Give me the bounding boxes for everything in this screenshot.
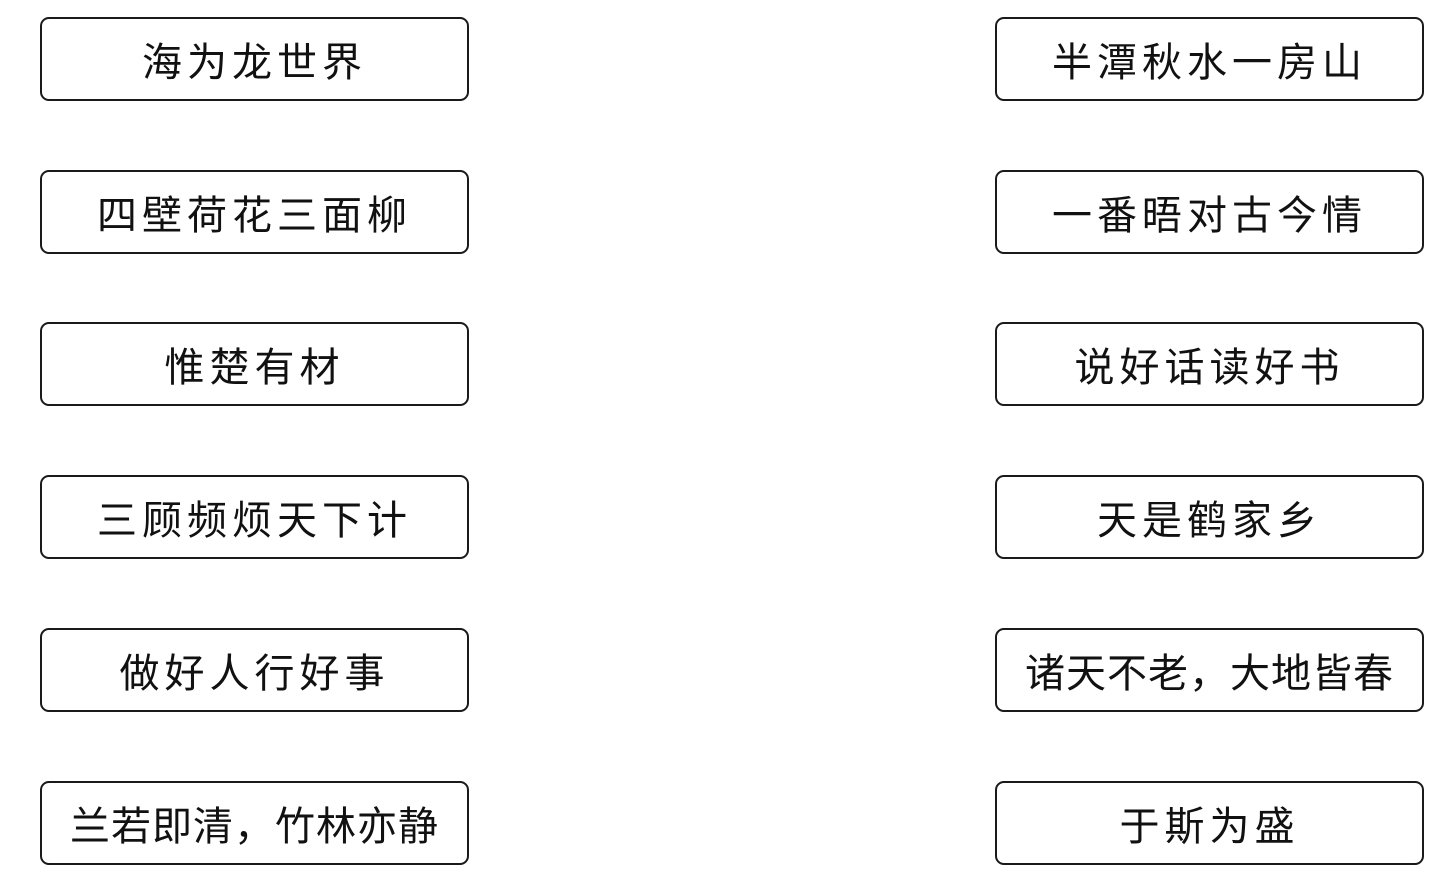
left-phrase-box[interactable]: 兰若即清，竹林亦静 (40, 781, 469, 865)
left-phrase-box[interactable]: 四壁荷花三面柳 (40, 170, 469, 254)
left-phrase-box[interactable]: 海为龙世界 (40, 17, 469, 101)
right-phrase-box[interactable]: 天是鹤家乡 (995, 475, 1424, 559)
right-phrase-box[interactable]: 于斯为盛 (995, 781, 1424, 865)
right-phrase-box[interactable]: 一番晤对古今情 (995, 170, 1424, 254)
right-phrase-box[interactable]: 诸天不老，大地皆春 (995, 628, 1424, 712)
left-phrase-box[interactable]: 三顾频烦天下计 (40, 475, 469, 559)
right-phrase-box[interactable]: 说好话读好书 (995, 322, 1424, 406)
right-phrase-box[interactable]: 半潭秋水一房山 (995, 17, 1424, 101)
left-phrase-box[interactable]: 做好人行好事 (40, 628, 469, 712)
left-phrase-box[interactable]: 惟楚有材 (40, 322, 469, 406)
